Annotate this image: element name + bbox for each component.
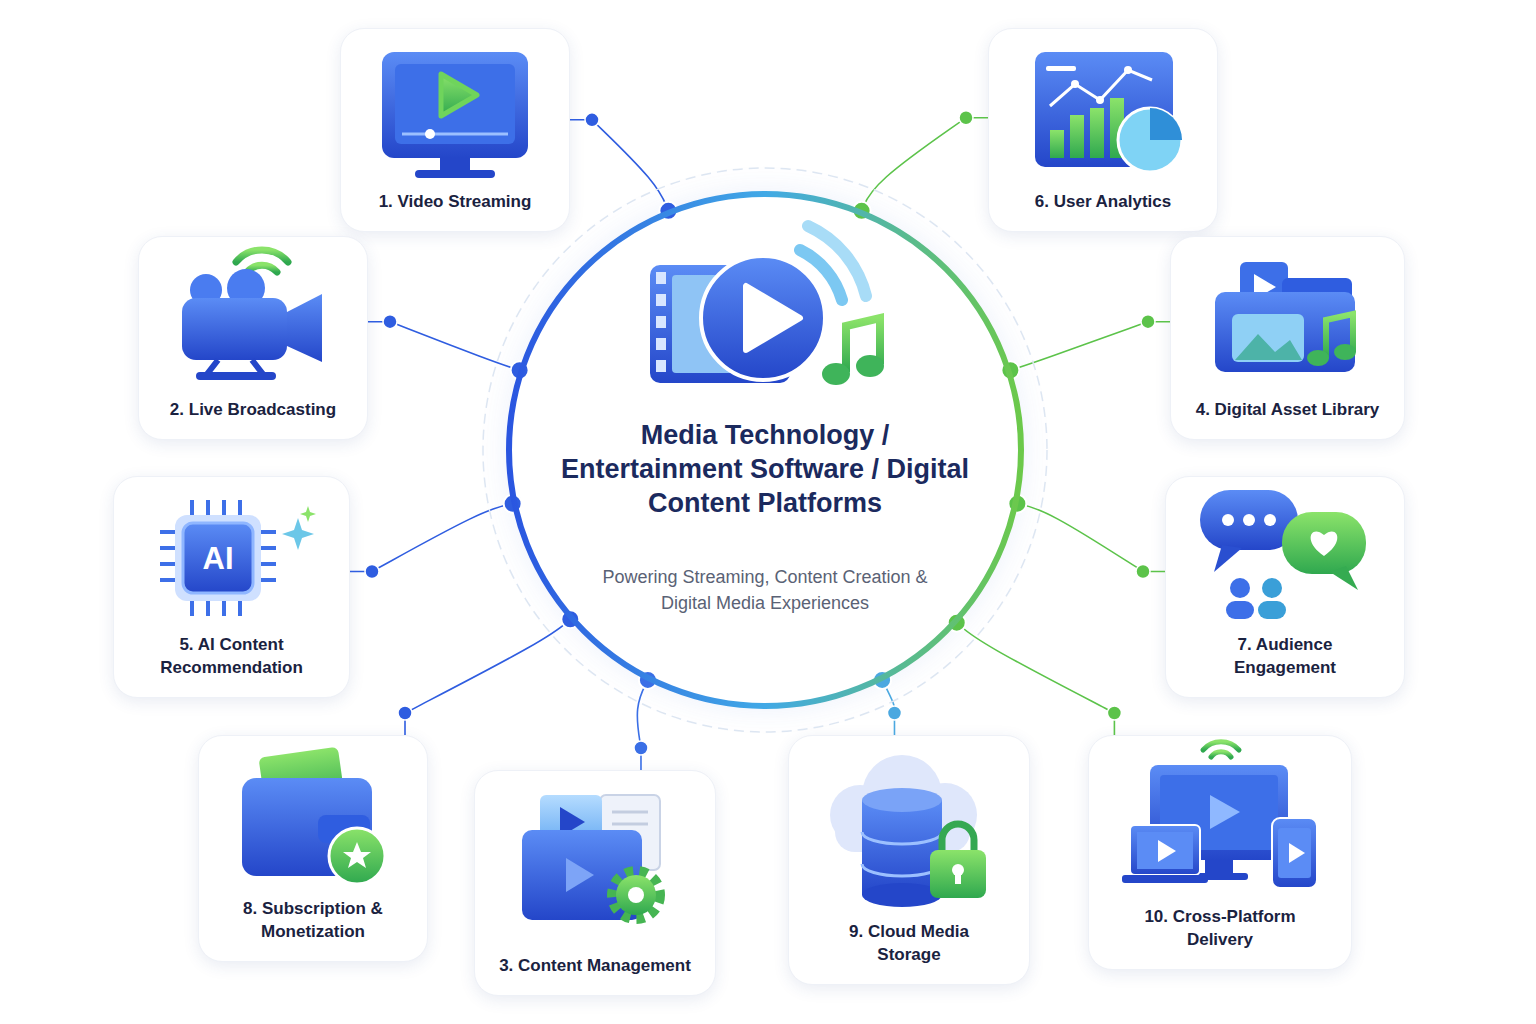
- card-label: 5. AI Content Recommendation: [147, 634, 317, 679]
- connector-dot: [365, 564, 379, 578]
- connector-dot: [853, 202, 871, 220]
- connector-dot: [585, 113, 599, 127]
- card-label: 8. Subscription & Monetization: [222, 898, 404, 943]
- card-label: 10. Cross-Platform Delivery: [1124, 906, 1316, 951]
- hub-subtitle: Powering Streaming, Content Creation & D…: [580, 564, 950, 616]
- connector-line: [405, 619, 570, 735]
- connector-line: [862, 118, 988, 211]
- chip-label: AI: [188, 543, 248, 574]
- connector-dot: [383, 315, 397, 329]
- center-ring: [483, 168, 1047, 732]
- connector-dot: [1141, 315, 1155, 329]
- feature-card: 7. Audience Engagement: [1165, 476, 1405, 698]
- chat-bubbles-icon: [1200, 490, 1366, 619]
- connector-dot: [887, 706, 901, 720]
- connector-dot: [948, 614, 966, 632]
- wallet-icon: [242, 747, 385, 884]
- connector-dot: [504, 495, 522, 513]
- analytics-dashboard-icon: [1035, 52, 1182, 172]
- card-label: 3. Content Management: [499, 955, 691, 977]
- media-hub-icon: [650, 226, 884, 385]
- connector-line: [570, 120, 668, 211]
- card-label: 9. Cloud Media Storage: [834, 921, 984, 966]
- card-label: 1. Video Streaming: [379, 191, 532, 213]
- connector-dot: [634, 741, 648, 755]
- card-label: 7. Audience Engagement: [1215, 634, 1355, 679]
- connector-dot: [1136, 564, 1150, 578]
- connector-dot: [1001, 361, 1019, 379]
- video-monitor-icon: [382, 52, 528, 178]
- card-label: 6. User Analytics: [1035, 191, 1171, 213]
- card-label: 4. Digital Asset Library: [1196, 399, 1380, 421]
- feature-card: 3. Content Management: [474, 770, 716, 996]
- connector-dot: [959, 111, 973, 125]
- connector-dot: [1008, 495, 1026, 513]
- feature-card: 8. Subscription & Monetization: [198, 735, 428, 962]
- connector-dot: [659, 202, 677, 220]
- connector-line: [1010, 322, 1170, 371]
- devices-icon: [1122, 742, 1317, 888]
- connector-dot: [511, 361, 529, 379]
- connector-line: [350, 504, 513, 572]
- feature-card: 1. Video Streaming: [340, 28, 570, 232]
- feature-card: 4. Digital Asset Library: [1170, 236, 1405, 440]
- content-folder-icon: [522, 795, 660, 920]
- hub-title: Media Technology / Entertainment Softwar…: [560, 418, 970, 520]
- connector-line: [957, 623, 1115, 735]
- card-label: 2. Live Broadcasting: [170, 399, 336, 421]
- connector-line: [1017, 504, 1165, 572]
- feature-card: 2. Live Broadcasting: [138, 236, 368, 440]
- connector-dot: [1107, 706, 1121, 720]
- feature-card: 10. Cross-Platform Delivery: [1088, 735, 1352, 970]
- feature-card: 5. AI Content Recommendation: [113, 476, 350, 698]
- hub-circle: Media Technology / Entertainment Softwar…: [507, 192, 1023, 708]
- connector-dot: [561, 610, 579, 628]
- feature-card: 6. User Analytics: [988, 28, 1218, 232]
- ai-chip-icon: [160, 500, 316, 616]
- connector-line: [882, 680, 895, 735]
- feature-card: 9. Cloud Media Storage: [788, 735, 1030, 985]
- connector-line: [637, 680, 648, 770]
- cloud-database-icon: [830, 755, 986, 907]
- connector-dot: [873, 671, 891, 689]
- connector-dot: [398, 706, 412, 720]
- connector-line: [368, 322, 520, 371]
- broadcast-camera-icon: [182, 250, 322, 380]
- connector-dot: [639, 671, 657, 689]
- asset-folder-icon: [1215, 262, 1356, 372]
